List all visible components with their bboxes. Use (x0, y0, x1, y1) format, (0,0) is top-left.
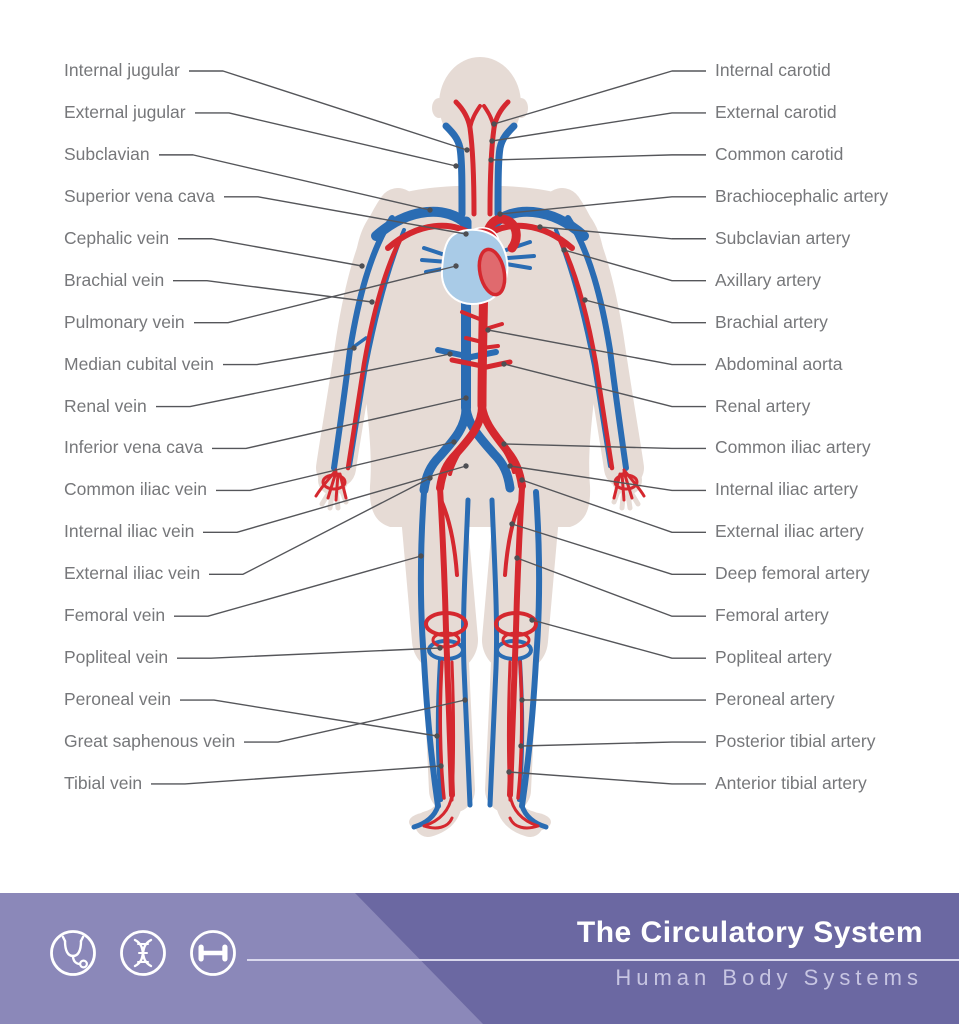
artery-label-brachial-artery: Brachial artery (715, 311, 828, 332)
artery-label-brachiocephalic-artery: Brachiocephalic artery (715, 185, 889, 206)
stethoscope-icon (49, 929, 97, 977)
artery-label-common-carotid: Common carotid (715, 143, 844, 164)
artery-label-external-carotid: External carotid (715, 101, 837, 122)
vein-label-great-saphenous-vein: Great saphenous vein (64, 731, 236, 752)
vein-label-internal-jugular: Internal jugular (64, 60, 180, 80)
vein-label-cephalic-vein: Cephalic vein (64, 227, 170, 248)
dna-icon (119, 929, 167, 977)
vein-label-tibial-vein: Tibial vein (64, 772, 143, 793)
vein-label-brachial-vein: Brachial vein (64, 269, 165, 290)
artery-label-abdominal-aorta: Abdominal aorta (715, 353, 843, 374)
arteries (314, 99, 646, 830)
artery-label-axillary-artery: Axillary artery (715, 269, 821, 290)
vein-label-superior-vena-cava: Superior vena cava (64, 185, 215, 206)
footer-rule (247, 959, 959, 961)
vein-label-femoral-vein: Femoral vein (64, 605, 166, 626)
heart (440, 227, 509, 305)
dumbbell-icon (189, 929, 237, 977)
artery-label-external-iliac-artery: External iliac artery (715, 521, 864, 542)
artery-label-common-iliac-artery: Common iliac artery (715, 437, 871, 458)
body-illustration (151, 57, 706, 837)
artery-label-posterior-tibial-artery: Posterior tibial artery (715, 731, 876, 752)
artery-label-anterior-tibial-artery: Anterior tibial artery (715, 772, 867, 793)
artery-label-internal-carotid: Internal carotid (715, 60, 831, 80)
vein-label-subclavian: Subclavian (64, 143, 150, 164)
vein-label-common-iliac-vein: Common iliac vein (64, 479, 207, 500)
vein-label-internal-iliac-vein: Internal iliac vein (64, 521, 195, 542)
footer-banner: The Circulatory System Human Body System… (0, 893, 959, 1024)
leader-lines (151, 70, 706, 785)
artery-label-subclavian-artery: Subclavian artery (715, 227, 851, 248)
vein-label-renal-vein: Renal vein (64, 395, 147, 416)
vein-label-inferior-vena-cava: Inferior vena cava (64, 437, 204, 458)
artery-label-deep-femoral-artery: Deep femoral artery (715, 563, 870, 584)
vein-label-external-jugular: External jugular (64, 101, 186, 122)
artery-label-femoral-artery: Femoral artery (715, 605, 829, 626)
artery-label-internal-iliac-artery: Internal iliac artery (715, 479, 858, 500)
vein-label-peroneal-vein: Peroneal vein (64, 689, 172, 710)
footer-title: The Circulatory System (576, 916, 923, 949)
vein-label-popliteal-vein: Popliteal vein (64, 647, 169, 668)
footer-icons (49, 929, 237, 977)
vein-label-pulmonary-vein: Pulmonary vein (64, 311, 185, 332)
footer-subtitle: Human Body Systems (615, 965, 923, 990)
vein-label-external-iliac-vein: External iliac vein (64, 563, 201, 584)
artery-label-peroneal-artery: Peroneal artery (715, 689, 835, 710)
artery-label-popliteal-artery: Popliteal artery (715, 647, 832, 668)
vein-label-median-cubital-vein: Median cubital vein (64, 353, 214, 374)
artery-label-renal-artery: Renal artery (715, 395, 811, 416)
